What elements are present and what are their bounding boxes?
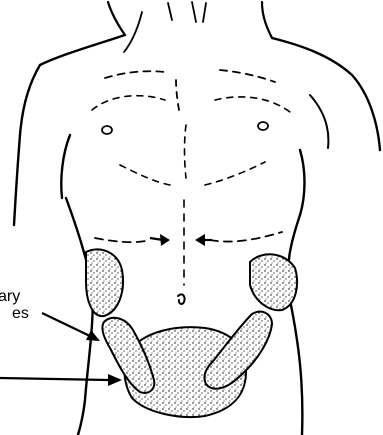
- pointer-line-lower: [0, 378, 108, 380]
- label-line-2: es: [12, 305, 29, 323]
- label-line-1: ary: [0, 288, 20, 306]
- right-flank-region: [250, 254, 297, 310]
- pointer-line-upper: [42, 313, 92, 337]
- right-nipple: [258, 122, 268, 130]
- right-shoulder: [272, 38, 380, 150]
- arrow-head-right: [195, 234, 205, 246]
- left-rib-line: [120, 165, 170, 185]
- right-rib-line: [205, 162, 265, 185]
- neck-line-2: [192, 2, 196, 22]
- rib-margin-left: [95, 238, 150, 242]
- left-pectoral-line: [92, 96, 165, 110]
- sternum-notch: [176, 80, 180, 115]
- neck-outline-left: [108, 2, 125, 35]
- neck-line-1: [168, 3, 172, 20]
- left-shoulder: [20, 35, 125, 135]
- pointer-head-lower: [108, 374, 122, 386]
- left-flank-region: [86, 249, 123, 316]
- right-clavicle: [220, 70, 275, 82]
- left-arm-inner: [61, 135, 70, 198]
- right-arm-inner: [300, 150, 305, 215]
- navel: [178, 294, 185, 304]
- right-chest-contour: [310, 95, 328, 148]
- neck-line-4: [124, 12, 142, 52]
- torso-left-side: [66, 198, 93, 435]
- center-chest-line: [185, 125, 187, 178]
- left-arm-outer: [14, 135, 20, 225]
- torso-right-side: [288, 215, 302, 435]
- rib-margin-right: [210, 232, 282, 242]
- neck-outline-right: [262, 2, 272, 38]
- right-pectoral-line: [215, 97, 290, 112]
- arrow-head-left: [160, 234, 170, 246]
- neck-line-3: [203, 3, 206, 22]
- left-clavicle: [105, 71, 165, 78]
- left-nipple: [102, 126, 112, 134]
